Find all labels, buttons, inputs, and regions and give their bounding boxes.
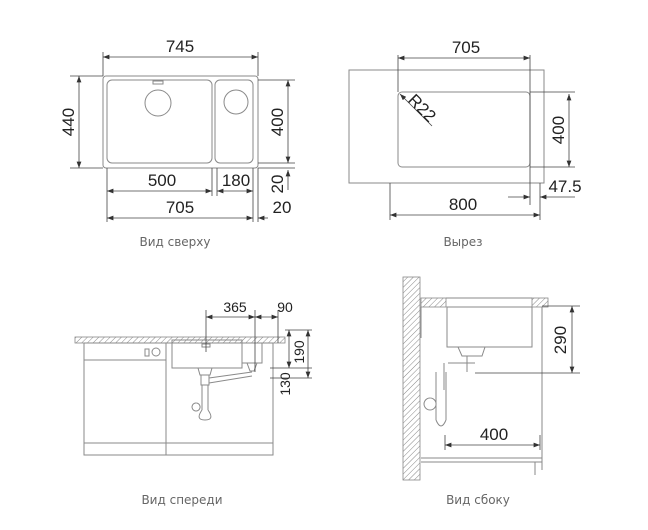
caption-cutout: Вырез	[443, 235, 482, 249]
dim-radius: R22	[404, 90, 439, 125]
top-view: 745 440 400 500 180 705 20 20 Вид сверху	[59, 37, 295, 249]
countertop-front	[531, 297, 549, 308]
wall	[402, 276, 421, 481]
main-bowl	[106, 79, 213, 164]
dim-cabinet-width: 800	[449, 195, 477, 214]
countertop-back	[420, 297, 447, 308]
dim-small-bowl: 180	[222, 171, 250, 190]
cutout-view: 705 R22 400 47.5 800 Вырез	[348, 38, 582, 249]
dim-bowl-depth: 400	[268, 108, 287, 136]
dim-depth-main: 190	[291, 340, 307, 364]
knob-icon	[151, 347, 161, 357]
caption-side-view: Вид сбоку	[446, 493, 510, 507]
dim-overall-depth: 440	[59, 108, 78, 136]
dim-inner-width: 705	[166, 198, 194, 217]
dim-main-bowl: 500	[148, 171, 176, 190]
small-bowl	[214, 79, 254, 164]
front-small-bowl	[241, 342, 263, 364]
side-view: 290 400 Вид сбоку	[402, 276, 580, 507]
dim-small-offset: 90	[277, 299, 293, 315]
dim-depth-small: 130	[277, 372, 293, 396]
dim-offset-v: 20	[268, 175, 287, 194]
drain-main-icon	[144, 89, 172, 117]
countertop-outline	[348, 69, 545, 184]
dim-drain-offset: 365	[223, 299, 247, 315]
dim-offset: 47.5	[548, 177, 581, 196]
caption-top-view: Вид сверху	[139, 235, 210, 249]
overflow-icon	[152, 80, 164, 85]
drain-small-icon	[223, 89, 249, 115]
sink-outline	[102, 75, 259, 169]
dim-cutout-depth: 400	[549, 116, 568, 144]
dim-cutout-width: 705	[452, 38, 480, 57]
sink-cabinet	[165, 342, 274, 456]
dim-cabinet-depth: 400	[480, 425, 508, 444]
dim-offset-h: 20	[273, 198, 292, 217]
dim-side-depth: 290	[551, 326, 570, 354]
side-bowl	[446, 306, 533, 348]
dim-overall-width: 745	[166, 37, 194, 56]
control-icon	[144, 348, 150, 357]
front-view: 365 90 190 130 Вид спереди	[74, 299, 312, 507]
caption-front-view: Вид спереди	[141, 493, 222, 507]
